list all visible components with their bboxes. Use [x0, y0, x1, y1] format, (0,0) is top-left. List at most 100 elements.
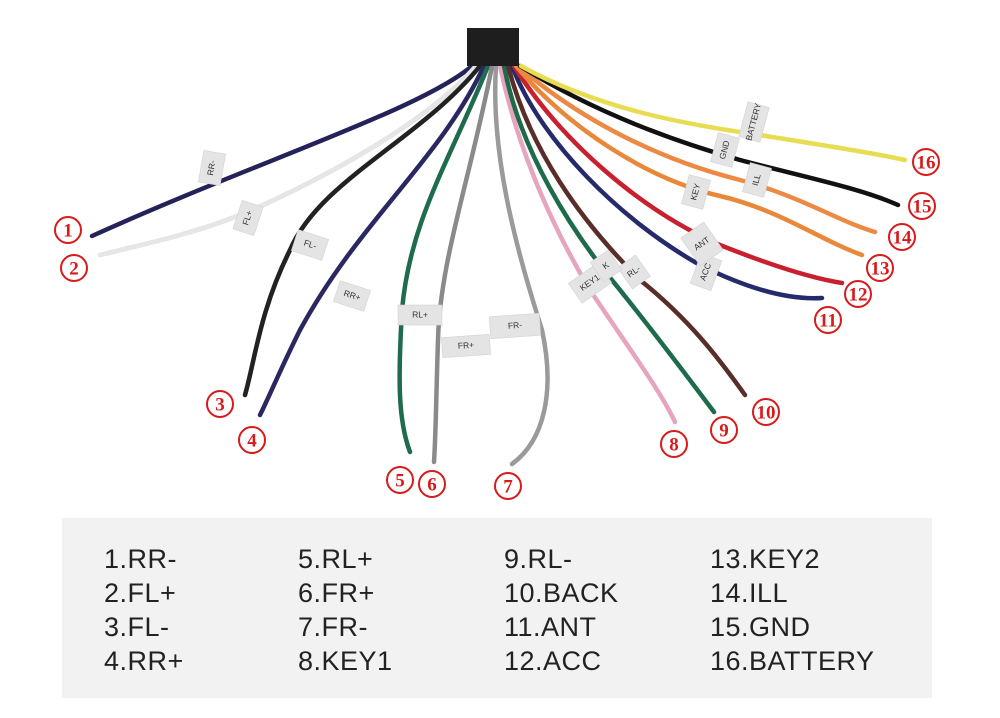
number-circle — [908, 192, 936, 220]
legend-item: 3.FL- — [104, 612, 170, 642]
number-circle — [660, 430, 688, 458]
number-circle — [238, 426, 266, 454]
tag-label-background — [397, 304, 443, 326]
wire-tag-15: GND — [710, 132, 740, 168]
number-text: 15 — [913, 197, 932, 218]
tag-label-background — [680, 221, 724, 267]
number-circle — [54, 216, 82, 244]
wire-number-11: 11 — [814, 306, 842, 334]
wire-tag-5: RL+ — [397, 304, 443, 326]
tag-label-background — [333, 280, 371, 312]
wire-tag-4: RR+ — [333, 280, 371, 312]
tag-label-text: K — [600, 259, 611, 271]
wire-number-10: 10 — [752, 398, 780, 426]
tag-label-background — [681, 174, 711, 210]
wire-tag-6: FR+ — [441, 334, 491, 358]
number-text: 16 — [917, 153, 936, 174]
tag-label-background — [738, 101, 770, 143]
number-text: 4 — [247, 431, 257, 452]
number-circle — [386, 466, 414, 494]
number-text: 6 — [427, 475, 437, 496]
pinout-legend: 1.RR- 2.FL+ 3.FL- 4.RR+ 5.RL+ 6.FR+ 7.FR… — [62, 518, 932, 698]
tag-label-background — [589, 249, 623, 283]
wire-13 — [513, 63, 865, 258]
legend-item: 2.FL+ — [104, 578, 177, 608]
legend-item: 11.ANT — [504, 612, 597, 642]
wire-number-14: 14 — [888, 223, 916, 251]
legend-item: 16.BATTERY — [710, 646, 875, 676]
tag-label-text: FL+ — [240, 209, 254, 226]
legend-item: 9.RL- — [504, 544, 573, 574]
legend-item: 5.RL+ — [298, 544, 374, 574]
tag-label-text: FR+ — [457, 340, 474, 351]
legend-item: 1.RR- — [104, 544, 178, 574]
number-circle — [814, 306, 842, 334]
number-circle — [752, 398, 780, 426]
number-circle — [888, 223, 916, 251]
number-text: 8 — [669, 435, 679, 456]
wire-tag-9: RL- — [617, 254, 651, 290]
wire-number-16: 16 — [912, 148, 940, 176]
number-text: 1 — [63, 221, 73, 242]
wire-tag-3: FL- — [291, 229, 329, 261]
number-text: 10 — [757, 403, 776, 424]
number-circle — [710, 416, 738, 444]
wire-number-12: 12 — [844, 280, 872, 308]
tag-label-text: FL- — [303, 238, 318, 252]
legend-item: 4.RR+ — [104, 646, 184, 676]
number-circle — [844, 280, 872, 308]
tag-label-text: RR- — [205, 159, 218, 176]
number-text: 12 — [849, 285, 868, 306]
legend-item: 14.ILL — [710, 578, 789, 608]
wire-number-13: 13 — [866, 254, 894, 282]
wire-tag-13: KEY — [681, 174, 711, 210]
tag-label-background — [232, 199, 264, 237]
legend-item: 8.KEY1 — [298, 646, 393, 676]
harness-connector — [467, 28, 519, 66]
wire-1 — [89, 63, 475, 239]
wire-4 — [257, 63, 487, 418]
wire-number-1: 1 — [54, 216, 82, 244]
wire-14 — [515, 63, 878, 235]
wire-number-6: 6 — [418, 470, 446, 498]
tag-label-background — [198, 149, 226, 187]
number-text: 2 — [69, 259, 79, 280]
wire-number-9: 9 — [710, 416, 738, 444]
wire-5 — [397, 63, 491, 455]
number-text: 7 — [503, 477, 513, 498]
number-text: 9 — [719, 421, 729, 442]
number-circle — [912, 148, 940, 176]
number-circle — [418, 470, 446, 498]
wire-number-3: 3 — [206, 390, 234, 418]
tag-label-text: GND — [717, 139, 732, 160]
legend-item: 13.KEY2 — [710, 544, 821, 574]
wire-tag-16: BATTERY — [738, 101, 770, 143]
tag-label-background — [710, 132, 740, 168]
tag-label-background — [742, 162, 772, 198]
wire-tag-12: ANT — [680, 221, 724, 267]
wire-number-7: 7 — [494, 472, 522, 500]
number-text: 13 — [871, 259, 890, 280]
number-circle — [866, 254, 894, 282]
wire-number-8: 8 — [660, 430, 688, 458]
legend-item: 6.FR+ — [298, 578, 375, 608]
tag-label-text: ILL — [750, 173, 763, 187]
wire-tag-7: FR- — [488, 312, 542, 340]
legend-column-1: 1.RR- 2.FL+ 3.FL- 4.RR+ — [104, 542, 184, 678]
legend-item: 7.FR- — [298, 612, 368, 642]
number-text: 5 — [395, 471, 405, 492]
number-text: 11 — [819, 311, 837, 332]
legend-column-2: 5.RL+ 6.FR+ 7.FR- 8.KEY1 — [298, 542, 393, 678]
legend-column-3: 9.RL- 10.BACK 11.ANT 12.ACC — [504, 542, 619, 678]
wire-number-15: 15 — [908, 192, 936, 220]
legend-item: 15.GND — [710, 612, 811, 642]
tag-label-background — [488, 312, 542, 340]
tag-label-background — [291, 229, 329, 261]
tag-label-text: KEY — [688, 182, 702, 201]
number-circle — [494, 472, 522, 500]
tag-label-text: RL+ — [412, 309, 428, 319]
tag-label-background — [441, 334, 491, 358]
